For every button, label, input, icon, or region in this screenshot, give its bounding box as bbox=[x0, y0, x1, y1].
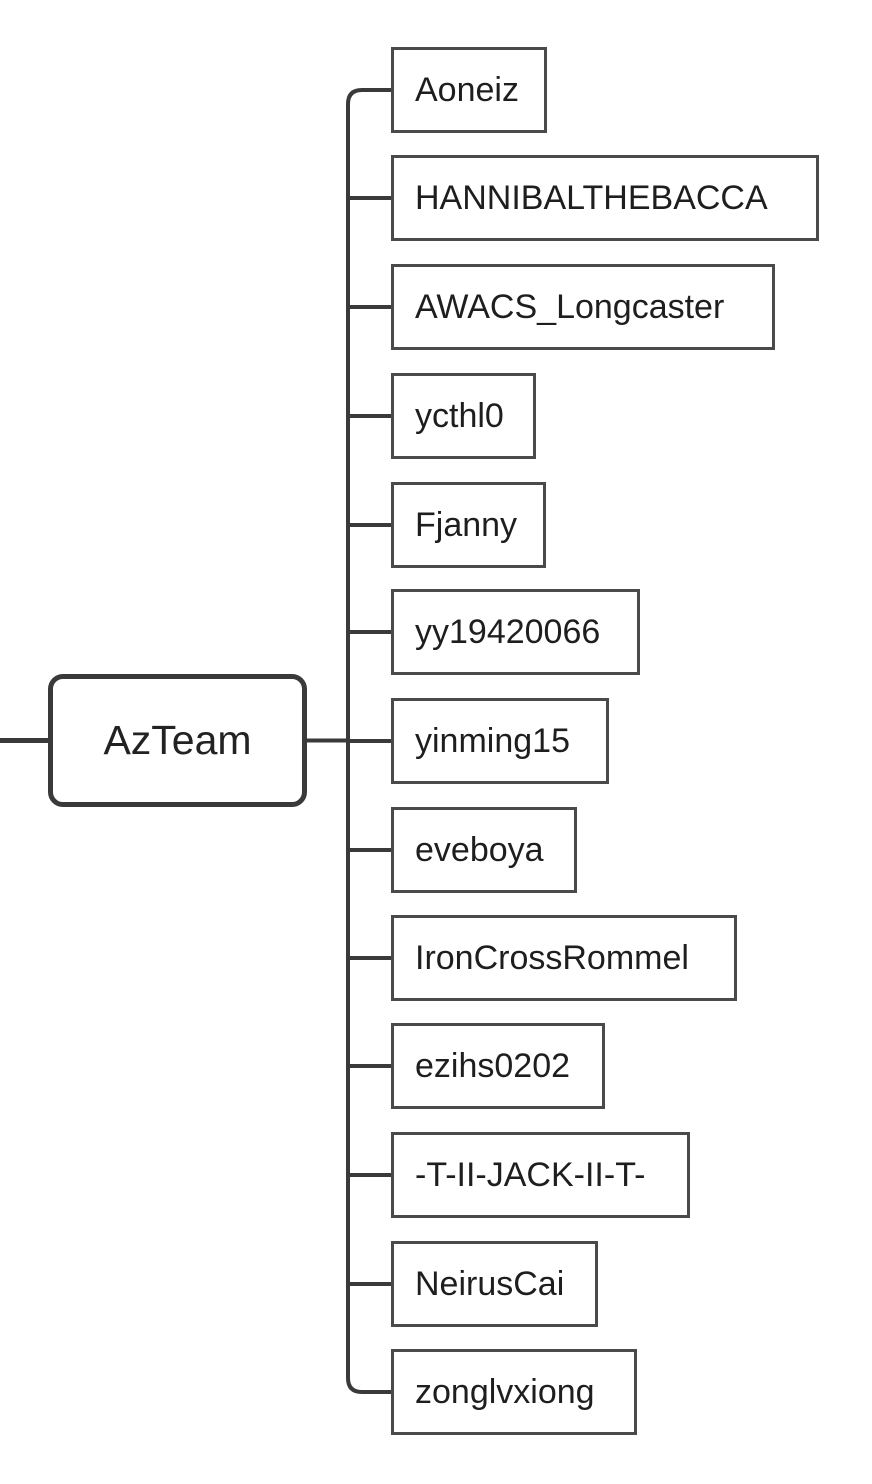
root-node-label: AzTeam bbox=[103, 717, 252, 763]
leaf-node-label: NeirusCai bbox=[415, 1265, 565, 1303]
leaf-node-label: HANNIBALTHEBACCA bbox=[415, 179, 768, 217]
leaf-node-yinming15[interactable]: yinming15 bbox=[391, 698, 609, 784]
leaf-node-label: eveboya bbox=[415, 831, 544, 869]
leaf-node-label: Fjanny bbox=[415, 506, 518, 544]
leaf-node-fjanny[interactable]: Fjanny bbox=[391, 482, 546, 568]
leaf-node-label: Aoneiz bbox=[415, 71, 519, 109]
leaf-node-ezihs0202[interactable]: ezihs0202 bbox=[391, 1023, 605, 1109]
leaf-node-neiruscai[interactable]: NeirusCai bbox=[391, 1241, 598, 1327]
leaf-node-label: ezihs0202 bbox=[415, 1047, 571, 1085]
leaf-node-t-ii-jack-ii-t[interactable]: -T-II-JACK-II-T- bbox=[391, 1132, 690, 1218]
leaf-node-label: AWACS_Longcaster bbox=[415, 288, 725, 326]
leaf-node-label: ycthl0 bbox=[415, 397, 504, 435]
leaf-node-label: -T-II-JACK-II-T- bbox=[415, 1156, 646, 1194]
leaf-node-yy19420066[interactable]: yy19420066 bbox=[391, 589, 640, 675]
leaf-node-zonglvxiong[interactable]: zonglvxiong bbox=[391, 1349, 637, 1435]
leaf-node-label: yy19420066 bbox=[415, 613, 601, 651]
leaf-node-label: IronCrossRommel bbox=[415, 939, 689, 977]
leaf-node-hannibalthebacca[interactable]: HANNIBALTHEBACCA bbox=[391, 155, 819, 241]
leaf-node-aoneiz[interactable]: Aoneiz bbox=[391, 47, 547, 133]
root-node-azteam[interactable]: AzTeam bbox=[48, 674, 307, 807]
leaf-node-ycthl0[interactable]: ycthl0 bbox=[391, 373, 536, 459]
edge-to-zonglvxiong bbox=[346, 1377, 391, 1394]
leaf-node-label: yinming15 bbox=[415, 722, 570, 760]
edge-to-aoneiz bbox=[346, 88, 391, 105]
leaf-node-label: zonglvxiong bbox=[415, 1373, 595, 1411]
leaf-node-eveboya[interactable]: eveboya bbox=[391, 807, 577, 893]
leaf-node-awacs-longcaster[interactable]: AWACS_Longcaster bbox=[391, 264, 775, 350]
leaf-node-ironcrossrommel[interactable]: IronCrossRommel bbox=[391, 915, 737, 1001]
